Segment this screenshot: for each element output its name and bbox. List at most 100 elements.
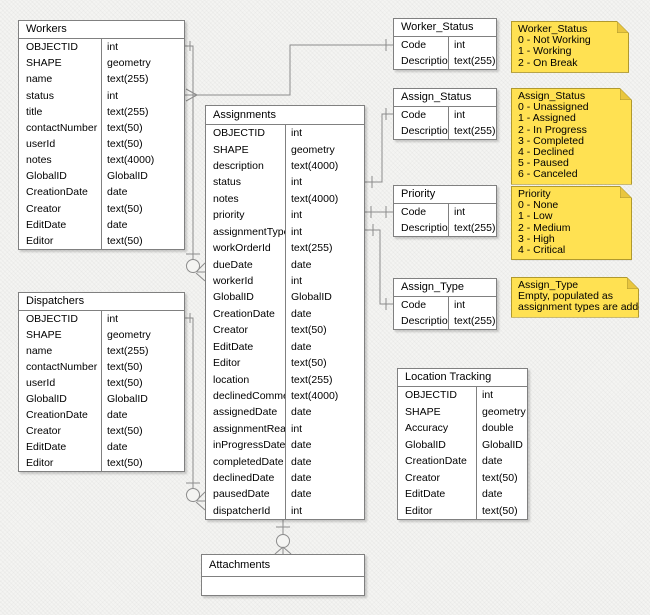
field-name: status	[213, 176, 242, 189]
field-name: GlobalID	[213, 291, 254, 304]
note-title: Assign_Status	[518, 90, 586, 102]
relationship-workers-worker-status[interactable]	[185, 39, 393, 102]
field-list: CodeintDescriptiontext(255)	[394, 204, 496, 236]
field-name: EditDate	[213, 340, 254, 353]
field-name: GlobalID	[405, 438, 446, 451]
field-type: date	[101, 439, 184, 455]
crow-foot-icon	[195, 491, 206, 511]
field-type: date	[285, 469, 364, 487]
field-type: text(50)	[101, 200, 184, 217]
relationship-assignments-assign-status[interactable]	[365, 108, 393, 188]
field-row: Descriptiontext(255)	[394, 220, 496, 236]
field-type: int	[101, 311, 184, 327]
field-name: OBJECTID	[213, 127, 265, 140]
crow-foot-icon	[274, 546, 292, 555]
entity-title: Attachments	[202, 555, 364, 577]
note-title: Worker_Status	[518, 23, 588, 35]
field-list	[202, 577, 364, 595]
field-type: int	[448, 204, 496, 220]
note-line: 2 - In Progress	[518, 123, 587, 136]
field-type: text(50)	[101, 359, 184, 375]
zero-circle-icon	[186, 259, 200, 273]
entity-title: Assign_Status	[394, 89, 496, 107]
field-type: int	[285, 223, 364, 240]
field-type: geometry	[285, 141, 364, 158]
field-type: int	[285, 420, 364, 438]
field-type: int	[285, 125, 364, 142]
field-type: date	[285, 437, 364, 454]
relationship-assignments-attachments[interactable]	[274, 520, 292, 555]
field-type: GlobalID	[101, 168, 184, 185]
field-name: userId	[26, 138, 56, 151]
entity-worker-status[interactable]: Worker_Status CodeintDescriptiontext(255…	[393, 18, 497, 70]
field-type: date	[101, 184, 184, 201]
field-type: int	[285, 207, 364, 224]
field-name: title	[26, 105, 43, 118]
note-line: 4 - Declined	[518, 146, 575, 159]
field-name: CreationDate	[405, 455, 467, 468]
field-row: EditDate date	[398, 486, 527, 503]
entity-assign-type[interactable]: Assign_Type CodeintDescriptiontext(255)	[393, 278, 497, 330]
entity-attachments[interactable]: Attachments	[201, 554, 365, 596]
note-line: 3 - Completed	[518, 134, 584, 147]
field-type: date	[476, 486, 527, 503]
field-name: notes	[213, 192, 239, 205]
field-name: declinedComment	[213, 389, 285, 402]
field-type: geometry	[101, 327, 184, 343]
field-name: EditDate	[26, 441, 67, 453]
field-name: EditDate	[405, 488, 446, 501]
field-row: Descriptiontext(255)	[394, 313, 496, 329]
field-row: OBJECTID int	[206, 125, 364, 142]
entity-title: Priority	[394, 186, 496, 204]
relationship-assignments-assign-type[interactable]	[365, 224, 393, 310]
field-type: date	[101, 407, 184, 423]
entity-priority[interactable]: Priority CodeintDescriptiontext(255)	[393, 185, 497, 237]
note-line: 1 - Working	[518, 45, 572, 58]
field-name: assignmentRead	[213, 422, 285, 435]
relationship-dispatchers-assignments[interactable]	[185, 313, 206, 511]
field-type: text(50)	[101, 423, 184, 439]
note-line: 1 - Low	[518, 210, 553, 223]
relationship-workers-assignments[interactable]	[185, 41, 206, 282]
field-type: text(255)	[448, 220, 496, 236]
field-name: Creator	[213, 324, 249, 337]
relationship-assignments-priority[interactable]	[365, 206, 393, 218]
field-row: EditDate date	[19, 439, 184, 455]
field-name: location	[213, 373, 250, 386]
field-name: CreationDate	[213, 307, 275, 320]
field-type: date	[476, 453, 527, 470]
note-title: Assign_Type	[518, 279, 579, 291]
entity-assign-status[interactable]: Assign_Status CodeintDescriptiontext(255…	[393, 88, 497, 140]
